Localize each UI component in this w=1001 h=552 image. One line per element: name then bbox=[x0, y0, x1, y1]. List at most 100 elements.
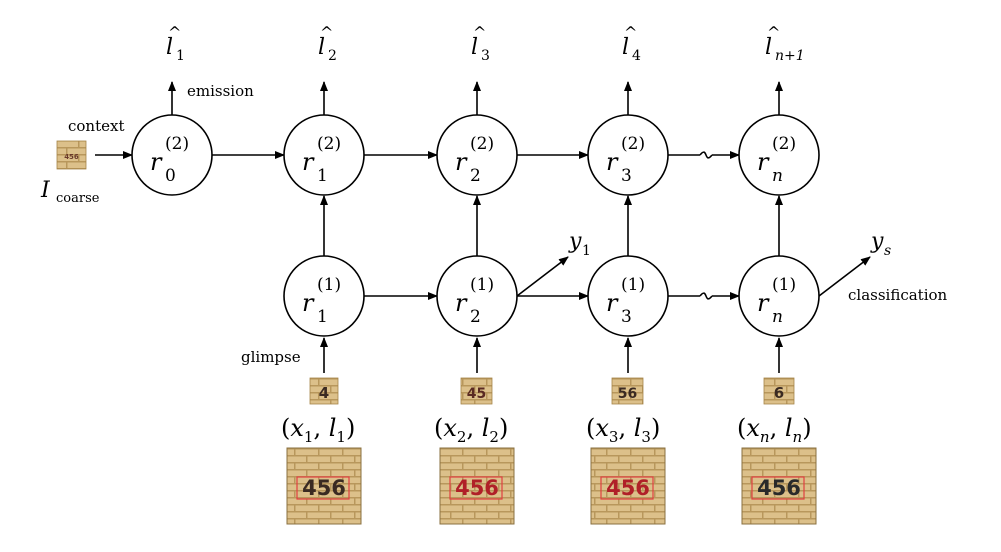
glimpse-patch-n: 6 bbox=[763, 377, 795, 405]
edges bbox=[95, 81, 871, 373]
glimpse-box bbox=[751, 476, 805, 500]
emission-label-1: l ^ 1 bbox=[166, 23, 185, 64]
node-label-base: r bbox=[455, 289, 468, 317]
node-label-sup: (1) bbox=[621, 275, 645, 295]
node-label-base: r bbox=[150, 148, 163, 176]
coarse-image-text: 456 bbox=[64, 153, 79, 161]
emission-label-3: l ^ 3 bbox=[471, 23, 490, 64]
node-label-sub: 3 bbox=[621, 166, 632, 186]
node-label-sub: 3 bbox=[621, 307, 632, 327]
node-rn-1: r (1) n bbox=[738, 255, 820, 337]
coarse-label-base: I bbox=[40, 178, 51, 203]
node-r0-2: r (2) 0 bbox=[131, 114, 213, 196]
emission-hat: ^ bbox=[168, 23, 181, 42]
emission-base: l bbox=[471, 35, 478, 60]
output-arrow-ys bbox=[818, 256, 871, 297]
node-label-sup: (2) bbox=[317, 134, 341, 154]
node-label-sub: 2 bbox=[470, 307, 481, 327]
output-arrow-y1 bbox=[516, 256, 569, 297]
tuple-1: (x1, l1) bbox=[281, 414, 355, 446]
full-image-text: 456 bbox=[606, 476, 650, 500]
tuple-text: (x3, l3) bbox=[586, 414, 660, 446]
tuple-text: (xn, ln) bbox=[737, 414, 812, 446]
full-image-2: 456 bbox=[439, 447, 515, 525]
glimpse-tuples: (x1, l1) (x2, l2) (x3, l3) (xn, ln) bbox=[281, 414, 812, 446]
glimpse-patch-text: 6 bbox=[774, 384, 784, 402]
bottom-row-nodes: r (1) 1 r (1) 2 r (1) 3 r (1) n bbox=[283, 255, 820, 337]
tuple-2: (x2, l2) bbox=[434, 414, 508, 446]
node-label-base: r bbox=[455, 148, 468, 176]
node-label-sup: (1) bbox=[772, 275, 796, 295]
tuple-3: (x3, l3) bbox=[586, 414, 660, 446]
output-sub: 1 bbox=[582, 243, 591, 259]
node-r3-1: r (1) 3 bbox=[587, 255, 669, 337]
node-label-base: r bbox=[606, 148, 619, 176]
emission-label-4: l ^ 4 bbox=[622, 23, 641, 64]
emission-base: l bbox=[318, 35, 325, 60]
node-label-sub: 0 bbox=[165, 166, 176, 186]
node-label-sub: 2 bbox=[470, 166, 481, 186]
emission-hat: ^ bbox=[320, 23, 333, 42]
top-row-nodes: r (2) 0 r (2) 1 r (2) 2 r (2) 3 r (2) n bbox=[131, 114, 820, 196]
node-label-sup: (1) bbox=[470, 275, 494, 295]
emission-sub: 4 bbox=[632, 48, 641, 64]
coarse-label-sub: coarse bbox=[56, 191, 100, 206]
tuple-text: (x2, l2) bbox=[434, 414, 508, 446]
bottom-arrow-2-break bbox=[668, 293, 739, 299]
full-image-text: 456 bbox=[757, 476, 801, 500]
node-label-base: r bbox=[302, 289, 315, 317]
full-image-1: 456 bbox=[286, 447, 362, 525]
node-label-base: r bbox=[757, 289, 770, 317]
emission-labels: l ^ 1 l ^ 2 l ^ 3 l ^ 4 l ^ n+1 bbox=[166, 23, 805, 64]
node-label-sup: (2) bbox=[165, 134, 189, 154]
full-image-3: 456 bbox=[590, 447, 666, 525]
context-label: context bbox=[68, 117, 124, 135]
emission-sub: n+1 bbox=[775, 48, 805, 64]
node-r1-1: r (1) 1 bbox=[283, 255, 365, 337]
full-image-text: 456 bbox=[302, 476, 346, 500]
node-label-sup: (2) bbox=[621, 134, 645, 154]
tuple-text: (x1, l1) bbox=[281, 414, 355, 446]
emission-hat: ^ bbox=[473, 23, 486, 42]
emission-label: emission bbox=[187, 82, 254, 100]
tuple-n: (xn, ln) bbox=[737, 414, 812, 446]
output-sub: s bbox=[884, 243, 891, 259]
node-r1-2: r (2) 1 bbox=[283, 114, 365, 196]
node-label-sup: (1) bbox=[317, 275, 341, 295]
top-arrow-3-break bbox=[668, 152, 739, 158]
emission-sub: 1 bbox=[176, 48, 185, 64]
node-label-sub: n bbox=[772, 307, 783, 327]
node-label-sup: (2) bbox=[772, 134, 796, 154]
output-labels: y 1 y s bbox=[568, 229, 891, 259]
glimpse-patch-text: 56 bbox=[618, 386, 637, 402]
output-y1: y 1 bbox=[568, 229, 591, 259]
node-rn-2: r (2) n bbox=[738, 114, 820, 196]
coarse-label: I coarse bbox=[40, 178, 100, 206]
glimpse-box bbox=[296, 476, 350, 500]
glimpse-patch-3: 56 bbox=[611, 377, 644, 405]
node-label-base: r bbox=[606, 289, 619, 317]
glimpse-patch-text: 45 bbox=[467, 386, 486, 402]
emission-hat: ^ bbox=[624, 23, 637, 42]
full-image-text: 456 bbox=[455, 476, 499, 500]
node-label-base: r bbox=[302, 148, 315, 176]
full-images: 456 456 456 456 bbox=[286, 447, 817, 525]
emission-sub: 2 bbox=[328, 48, 337, 64]
emission-label-2: l ^ 2 bbox=[318, 23, 337, 64]
glimpse-patch-text: 4 bbox=[319, 384, 329, 402]
node-label-sub: 1 bbox=[317, 307, 328, 327]
node-label-sub: 1 bbox=[317, 166, 328, 186]
classification-label: classification bbox=[848, 286, 948, 304]
emission-base: l bbox=[166, 35, 173, 60]
node-r3-2: r (2) 3 bbox=[587, 114, 669, 196]
coarse-image: 456 bbox=[56, 140, 87, 170]
glimpse-box bbox=[600, 476, 654, 500]
emission-sub: 3 bbox=[481, 48, 490, 64]
node-label-base: r bbox=[757, 148, 770, 176]
node-label-sub: n bbox=[772, 166, 783, 186]
full-image-n: 456 bbox=[741, 447, 817, 525]
node-label-sup: (2) bbox=[470, 134, 494, 154]
output-ys: y s bbox=[870, 229, 891, 259]
output-base: y bbox=[870, 229, 884, 254]
